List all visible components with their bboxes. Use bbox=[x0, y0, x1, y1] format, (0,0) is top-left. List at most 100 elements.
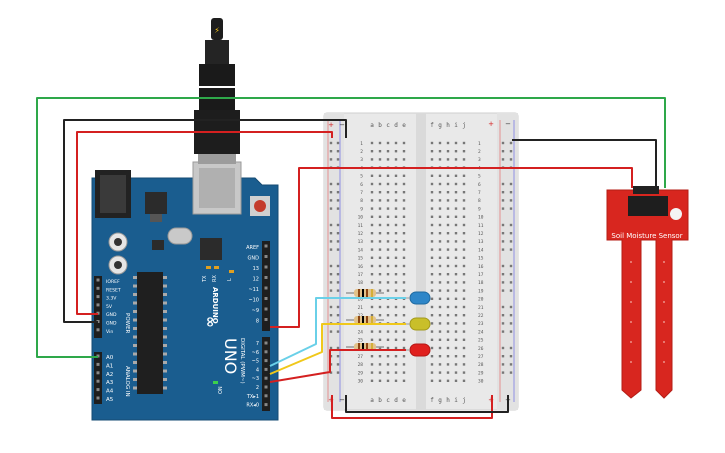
usb-cable-grip-1 bbox=[199, 64, 235, 86]
row-number-left: 25 bbox=[358, 338, 364, 344]
rail-hole bbox=[509, 182, 513, 186]
hole bbox=[378, 199, 382, 202]
digital-pin-label: 8 bbox=[256, 319, 259, 325]
hole bbox=[446, 305, 450, 309]
row-number-right: 5 bbox=[478, 174, 481, 180]
row-number-right: 17 bbox=[478, 272, 484, 278]
rail-hole bbox=[501, 150, 505, 153]
hole bbox=[386, 305, 390, 309]
col-letter-top: f bbox=[430, 122, 434, 129]
hole bbox=[446, 248, 450, 251]
row-number-right: 18 bbox=[478, 280, 484, 286]
digital-pin-label: ~10 bbox=[248, 298, 259, 304]
wire-a0-to-sensor-sig bbox=[36, 97, 666, 358]
rail-hole bbox=[509, 371, 513, 374]
hole bbox=[378, 330, 382, 333]
power-header-label: POWER bbox=[124, 313, 130, 334]
resistor-2-band-2 bbox=[362, 316, 364, 324]
header-pin bbox=[264, 341, 268, 345]
rail-hole bbox=[501, 363, 505, 366]
hole bbox=[394, 355, 398, 358]
hole bbox=[430, 158, 434, 161]
chip-leg bbox=[133, 352, 137, 356]
header-pin bbox=[96, 396, 100, 400]
row-number-left: 7 bbox=[360, 190, 363, 196]
hole bbox=[430, 289, 434, 292]
hole bbox=[430, 150, 434, 153]
rail-hole bbox=[501, 158, 505, 161]
hole bbox=[402, 240, 406, 243]
power-pin-label: RESET bbox=[106, 287, 121, 293]
hole bbox=[446, 273, 450, 276]
chip-leg bbox=[163, 335, 167, 339]
probe-dot bbox=[663, 321, 665, 323]
header-pin bbox=[96, 303, 100, 307]
rail-hole bbox=[501, 346, 505, 350]
label-rx: RX bbox=[212, 275, 218, 282]
chip-leg bbox=[163, 276, 167, 279]
wire-d3-to-yellow-led bbox=[269, 323, 406, 375]
hole bbox=[378, 207, 382, 210]
rail-hole bbox=[501, 355, 505, 358]
rail-hole bbox=[329, 141, 333, 145]
hole bbox=[430, 338, 434, 341]
chip-leg bbox=[133, 284, 137, 288]
hole bbox=[386, 314, 390, 317]
row-number-right: 16 bbox=[478, 264, 484, 270]
col-letter-bottom: j bbox=[462, 397, 466, 404]
hole bbox=[462, 223, 466, 227]
hole bbox=[386, 281, 390, 284]
row-number-left: 13 bbox=[358, 239, 364, 245]
chip-leg bbox=[163, 318, 167, 322]
hole bbox=[394, 273, 398, 276]
hole bbox=[454, 379, 458, 382]
chip-leg bbox=[163, 352, 167, 356]
hole bbox=[446, 256, 450, 259]
rail-hole bbox=[501, 281, 505, 284]
hole bbox=[402, 256, 406, 259]
hole bbox=[430, 314, 434, 317]
hole bbox=[386, 346, 390, 350]
hole bbox=[454, 232, 458, 235]
col-letter-top: j bbox=[462, 122, 466, 129]
chip-leg bbox=[163, 344, 167, 347]
hole bbox=[446, 355, 450, 358]
barrel-jack-inner bbox=[100, 175, 126, 213]
rail-hole bbox=[336, 355, 340, 358]
usb-port-inner bbox=[199, 168, 235, 208]
hole bbox=[394, 289, 398, 292]
hole bbox=[454, 256, 458, 259]
header-pin bbox=[264, 286, 268, 290]
col-letter-top: c bbox=[386, 122, 390, 129]
rail-hole bbox=[509, 289, 513, 292]
chip-leg bbox=[133, 335, 137, 339]
chip-leg bbox=[133, 386, 137, 390]
col-letter-top: b bbox=[378, 122, 382, 129]
rail-hole bbox=[336, 264, 340, 268]
hole bbox=[454, 330, 458, 333]
hole bbox=[378, 174, 382, 177]
hole bbox=[394, 363, 398, 366]
resistor-3-band-3 bbox=[366, 343, 368, 351]
hole bbox=[402, 174, 406, 177]
chip-leg bbox=[163, 361, 167, 364]
rail-hole bbox=[509, 346, 513, 350]
hole bbox=[370, 240, 374, 243]
col-letter-bottom: f bbox=[430, 397, 434, 404]
hole bbox=[386, 256, 390, 259]
hole bbox=[430, 215, 434, 218]
capacitor-2-top bbox=[114, 261, 122, 269]
hole bbox=[402, 289, 406, 292]
reset-button[interactable] bbox=[254, 200, 266, 212]
rail-hole bbox=[501, 232, 505, 235]
rail-hole bbox=[509, 314, 513, 317]
col-letter-bottom: b bbox=[378, 397, 382, 404]
rail-hole bbox=[336, 150, 340, 153]
probe-dot bbox=[630, 261, 632, 263]
hole bbox=[438, 355, 442, 358]
sensor-logo-icon bbox=[670, 208, 682, 220]
analog-header bbox=[94, 352, 102, 404]
hole bbox=[370, 182, 374, 186]
rail-hole bbox=[501, 141, 505, 145]
hole bbox=[378, 273, 382, 276]
